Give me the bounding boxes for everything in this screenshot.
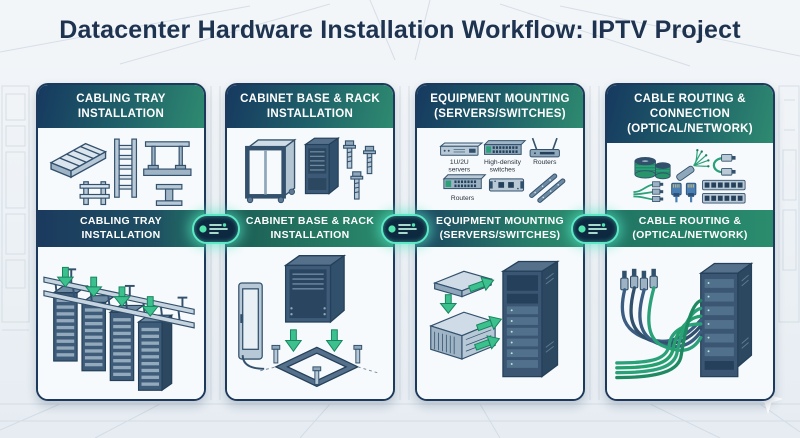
data-flow-icon [199,223,228,234]
install-direction-arrows [439,276,503,351]
cabling-tray-bottom-illustration [38,247,204,399]
rack-device-icon [488,178,525,192]
stage-header: CABLE ROUTING & CONNECTION (OPTICAL/NETW… [607,85,773,143]
rack-router-icon [442,174,487,189]
cabinet-base-top-illustration [227,127,393,210]
open-frame-base-icon [245,138,297,204]
cable-spool-icon [634,156,671,180]
equipment-label: servers [448,166,470,173]
stage-card-cabling-tray: CABLING TRAY INSTALLATION [36,83,206,401]
wireless-router-icon [529,137,560,158]
stage-banner: CABLE ROUTING & (OPTICAL/NETWORK) [607,210,773,247]
anchor-bolts-icon [343,140,376,200]
high-density-switch-icon [483,139,527,155]
rack-cabinet-exploded [283,254,347,324]
equipment-label: 1U/2U [450,159,469,166]
stage-header: CABINET BASE & RACK INSTALLATION [227,85,393,128]
splitter-cable-icon [633,181,664,202]
cabinet-base-bottom-illustration [227,247,393,399]
stage-card-equipment-mounting: EQUIPMENT MOUNTING (SERVERS/SWITCHES) 1U… [415,83,585,401]
stage-banner: CABINET BASE & RACK INSTALLATION [227,210,393,247]
trapeze-hanger-icon [143,141,192,176]
server-rack-row [51,285,174,392]
4u-server-unit [429,311,497,360]
data-flow-icon [388,223,417,234]
install-direction-arrows [56,266,160,317]
cable-connectors [620,268,658,291]
stage-card-cable-routing: CABLE ROUTING & CONNECTION (OPTICAL/NETW… [605,83,775,401]
flow-connector-1 [192,214,240,244]
data-flow-icon [578,223,607,234]
cable-routing-bottom-illustration [607,247,773,399]
stage-header: CABLING TRAY INSTALLATION [38,85,204,128]
patch-panel-icon [702,179,746,204]
equipment-rack [698,262,754,378]
page-title: Datacenter Hardware Installation Workflo… [59,16,741,44]
rj45-plug-icon [671,182,697,203]
stage-header: EQUIPMENT MOUNTING (SERVERS/SWITCHES) [417,85,583,128]
floor-stand-icon [79,181,110,205]
equipment-label: High-density [484,159,522,166]
rack-cabinet-icon [303,136,341,195]
equipment-rack [500,260,560,378]
cabling-tray-top-illustration [38,127,204,210]
equipment-label: Routers [451,195,475,202]
base-frame [260,346,378,388]
equipment-mounting-bottom-illustration [417,247,583,399]
1u-2u-server-icon [439,142,484,156]
ibeam-support-icon [155,183,183,206]
mounting-rails-icon [529,173,566,203]
cable-routing-top-illustration [607,142,773,210]
flow-connector-3 [571,214,619,244]
equipment-label: switches [490,166,516,173]
cable-tray-icon [49,142,108,179]
fiber-splay-icon [676,148,710,181]
equipment-mounting-top-illustration: 1U/2U servers High-density switches [417,127,583,210]
cable-bundle [615,286,703,380]
install-direction-arrows [284,329,344,353]
stage-banner: EQUIPMENT MOUNTING (SERVERS/SWITCHES) [417,210,583,247]
anchor-bolts [271,344,363,385]
patch-cord-icon [712,153,736,176]
equipment-label: Routers [533,159,557,166]
ladder-rack-icon [114,138,138,198]
flow-connector-2 [381,214,429,244]
stage-banner: CABLING TRAY INSTALLATION [38,210,204,247]
cabinet-door-panel [238,282,265,370]
stage-card-cabinet-base: CABINET BASE & RACK INSTALLATION [225,83,395,401]
